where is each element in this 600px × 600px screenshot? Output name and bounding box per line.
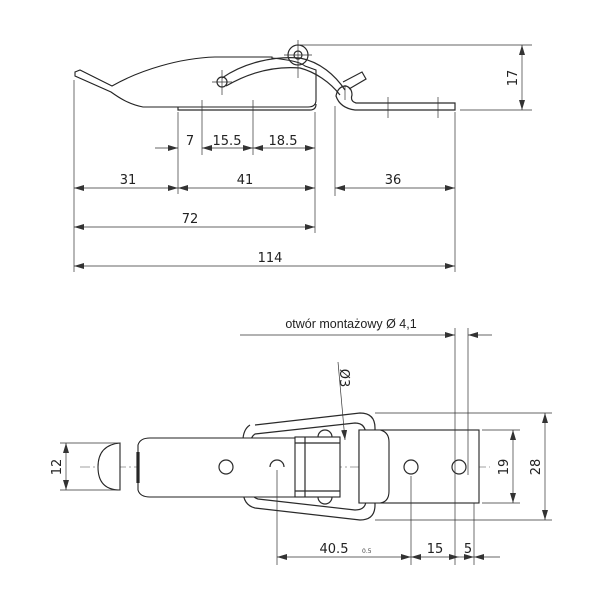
dim-41: 41 (237, 173, 254, 188)
wire-hoop (221, 57, 346, 96)
handle (137, 437, 297, 498)
dim-5: 5 (464, 542, 472, 557)
dim-40-5: 40.5 (320, 542, 349, 557)
plan-view-dimensions: otwór montażowy Ø 4,1 Ø3 12 19 28 40.5 0… (50, 317, 552, 565)
extension-lines-12 (60, 442, 120, 491)
handle-cap (97, 442, 121, 491)
half-hole (269, 459, 285, 468)
dim-tolerance: 0.5 (362, 548, 372, 555)
pin-diameter-label: Ø3 (336, 369, 351, 388)
lever-body (74, 56, 317, 108)
dim-114: 114 (258, 251, 283, 266)
rivet-hole (218, 459, 234, 475)
center-marks (201, 40, 439, 118)
mounting-hole-1 (403, 459, 419, 475)
dim-36: 36 (385, 173, 402, 188)
dim-15-5: 15.5 (213, 134, 242, 149)
catch-hook (335, 85, 456, 111)
dim-19: 19 (497, 459, 512, 476)
hinge-block (294, 436, 341, 498)
dim-17: 17 (506, 70, 521, 87)
handle-groove (136, 452, 140, 483)
mounting-hole-2 (451, 459, 467, 475)
plan-view-latch (80, 412, 490, 521)
catch-tab (342, 71, 367, 90)
mounting-hole-label: otwór montażowy Ø 4,1 (285, 317, 416, 331)
side-view-dimensions: 17 7 15.5 18.5 31 41 36 72 114 (73, 44, 532, 272)
hinge-pin-ends (317, 429, 333, 505)
extension-lines (73, 44, 532, 272)
side-view-latch (74, 40, 456, 118)
dim-7: 7 (186, 134, 194, 149)
dim-72: 72 (182, 212, 199, 227)
dim-18-5: 18.5 (269, 134, 298, 149)
mounting-hole-extension-lines (454, 328, 469, 565)
dim-28: 28 (529, 459, 544, 476)
extension-lines-19-28 (375, 412, 552, 521)
base-plate (177, 103, 317, 111)
hinge-detail (295, 437, 340, 497)
dim-15: 15 (427, 542, 444, 557)
pin-diameter-leader (337, 361, 348, 441)
dim-31: 31 (120, 173, 137, 188)
dim-12: 12 (50, 459, 65, 476)
plate-cover (358, 429, 390, 504)
